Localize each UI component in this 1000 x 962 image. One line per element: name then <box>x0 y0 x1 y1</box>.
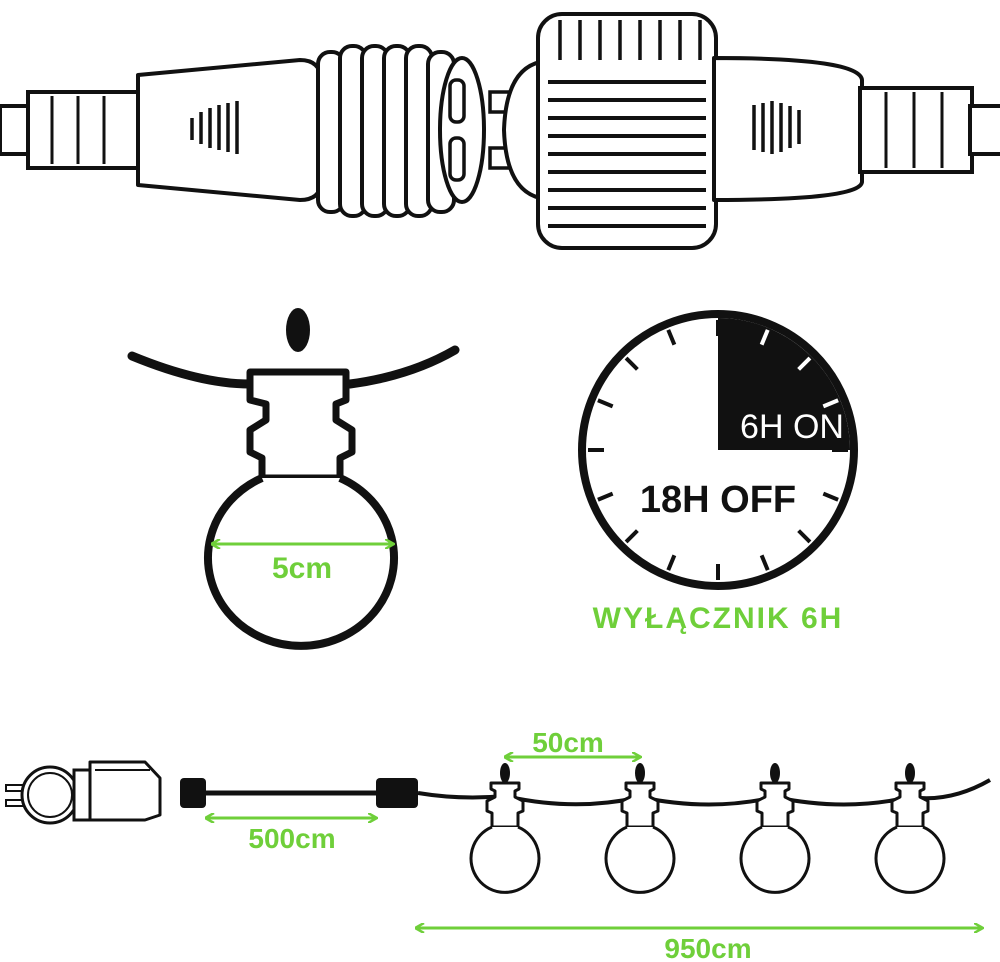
timer-tick <box>597 491 614 502</box>
timer-tick <box>624 356 639 371</box>
timer-tick <box>822 398 839 409</box>
lead-connector-left <box>180 778 206 808</box>
timer-ticks <box>588 320 848 580</box>
string-bulb <box>469 761 541 894</box>
timer-tick <box>759 329 770 346</box>
timer-tick <box>666 329 677 346</box>
bulb-cable <box>127 345 460 389</box>
timer-dial-ring <box>578 310 858 590</box>
bulb-detail: 5cm <box>127 308 460 650</box>
connector-male-icon <box>26 44 486 218</box>
bulb-icon <box>204 308 398 650</box>
timer-tick <box>797 356 812 371</box>
timer-tick <box>797 529 812 544</box>
transformer-icon <box>88 760 162 822</box>
string-overview: 500cm 50cm 950cm <box>5 727 991 962</box>
string-bulb <box>604 761 676 894</box>
timer-caption: WYŁĄCZNIK 6H <box>593 602 844 635</box>
timer-dial-icon: 6H ON 18H OFF <box>578 310 858 590</box>
lead-cable-label: 500cm <box>248 823 335 854</box>
timer-on-sector <box>718 318 850 450</box>
timer-off-label: 18H OFF <box>640 479 796 521</box>
string-connector <box>392 778 418 808</box>
left-cable <box>0 104 32 156</box>
timer-tick <box>666 554 677 571</box>
bulb-spacing-label: 50cm <box>532 727 604 758</box>
timer-tick <box>597 398 614 409</box>
connector-section <box>0 12 1000 250</box>
timer-tick <box>759 554 770 571</box>
string-bulb <box>874 761 946 894</box>
timer-tick <box>822 491 839 502</box>
connector-female-icon <box>488 12 974 250</box>
timer-tick <box>624 529 639 544</box>
string-bulb <box>739 761 811 894</box>
right-cable <box>968 104 1000 156</box>
plug-icon <box>5 765 94 825</box>
bulb-diameter-label: 5cm <box>272 552 332 585</box>
total-length-label: 950cm <box>664 933 751 962</box>
timer-on-label: 6H ON <box>740 408 844 446</box>
